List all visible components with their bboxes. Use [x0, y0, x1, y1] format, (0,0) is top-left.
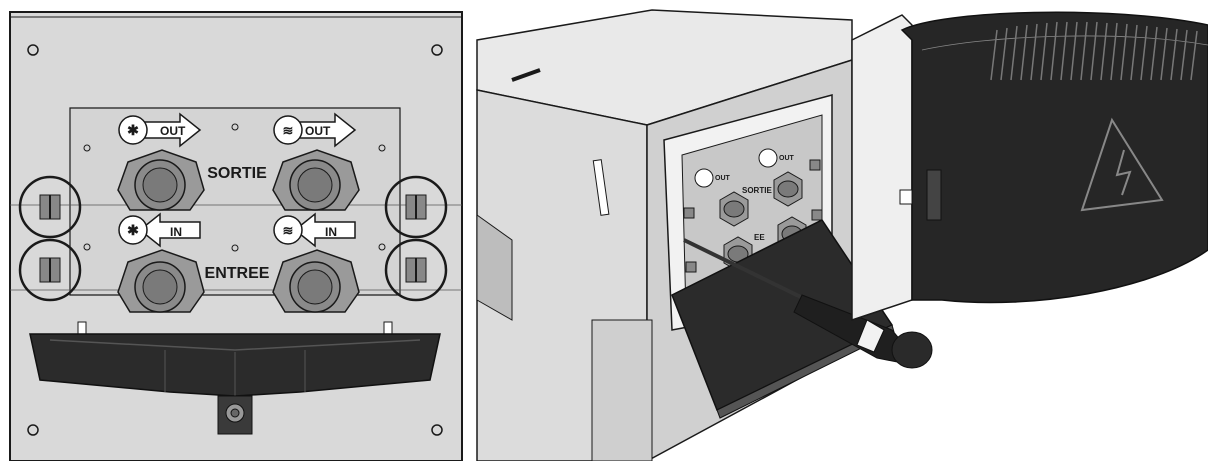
front-view-panel: ✱ OUT ≋ OUT SORTIE ✱ IN ≋ IN: [0, 0, 470, 462]
isometric-drawing: OUT OUT SORTIE EE: [476, 9, 1208, 463]
isometric-view-panel: OUT OUT SORTIE EE: [472, 0, 1208, 463]
hot-out-arrow: ≋ OUT: [273, 112, 357, 148]
iso-fitting: [719, 191, 749, 227]
small-out-label: OUT: [779, 155, 795, 162]
corner-screw-hole: [431, 44, 443, 56]
in-label: IN: [170, 225, 182, 239]
snowflake-icon: [694, 168, 714, 188]
circled-screw-top-right: [384, 175, 448, 239]
svg-text:≋: ≋: [283, 123, 294, 138]
electrical-cover: [900, 11, 1208, 304]
in-label: IN: [325, 225, 337, 239]
iso-fitting: [773, 171, 803, 207]
sortie-fitting-left: [117, 149, 205, 211]
sortie-fitting-right: [272, 149, 360, 211]
out-label: OUT: [305, 124, 331, 138]
hot-in-arrow: ≋ IN: [273, 212, 356, 248]
front-view-drawing: ✱ OUT ≋ OUT SORTIE ✱ IN ≋ IN: [9, 11, 463, 462]
svg-text:≋: ≋: [283, 223, 294, 238]
cold-in-arrow: ✱ IN: [118, 212, 201, 248]
snowflake-icon: [118, 115, 148, 145]
heat-icon: [273, 115, 303, 145]
vent-grille: [990, 21, 1198, 81]
drip-tray: [29, 321, 441, 435]
entree-label: ENTREE: [205, 265, 270, 282]
corner-screw-hole: [27, 44, 39, 56]
cold-out-arrow: ✱ OUT: [118, 112, 202, 148]
corner-screw-hole: [431, 424, 443, 436]
sortie-label: SORTIE: [207, 165, 267, 182]
circled-screw-top-left: [18, 175, 82, 239]
heat-icon: [758, 148, 778, 168]
screwdriver-icon: [683, 238, 933, 369]
circled-screw-bottom-left: [18, 238, 82, 302]
svg-text:✱: ✱: [127, 122, 139, 138]
entree-fitting-right: [272, 249, 360, 313]
entree-fitting-left: [117, 249, 205, 313]
out-label: OUT: [160, 124, 186, 138]
svg-text:✱: ✱: [127, 222, 139, 238]
small-entree-label: EE: [754, 233, 765, 242]
side-panel: [851, 14, 913, 322]
small-out-label: OUT: [715, 175, 731, 182]
circled-screw-bottom-right: [384, 238, 448, 302]
corner-screw-hole: [27, 424, 39, 436]
small-sortie-label: SORTIE: [742, 186, 772, 195]
snowflake-icon: [118, 215, 148, 245]
electrical-warning-icon: [1080, 117, 1164, 212]
heat-icon: [273, 215, 303, 245]
